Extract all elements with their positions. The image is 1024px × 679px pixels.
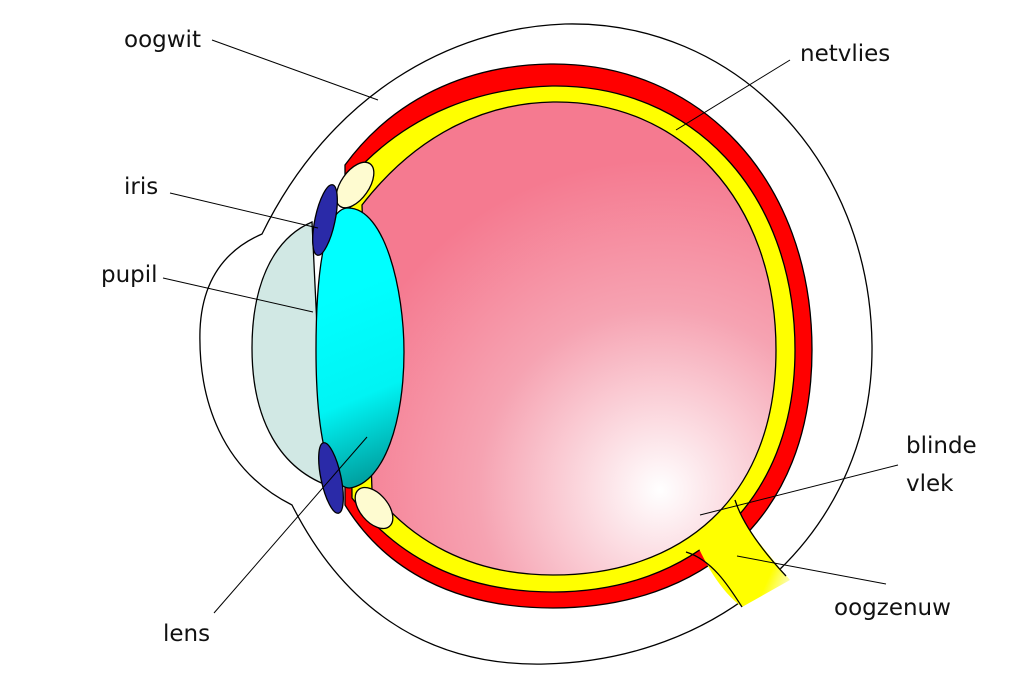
leader-netvlies <box>675 59 791 131</box>
leader-lines <box>162 39 899 614</box>
lens <box>315 207 405 489</box>
ciliary-body-top <box>335 161 375 209</box>
leader-lens <box>213 436 368 614</box>
leader-blinde-vlek <box>699 464 899 516</box>
ciliary-body-bottom <box>354 486 394 530</box>
anterior-chamber <box>251 221 333 488</box>
iris-top <box>312 184 338 256</box>
label-blinde: blinde <box>906 433 977 459</box>
label-pupil: pupil <box>101 262 158 288</box>
label-vlek: vlek <box>906 471 954 497</box>
leader-pupil <box>162 277 314 313</box>
vitreous-body <box>361 101 777 576</box>
label-lens: lens <box>163 621 211 647</box>
label-netvlies: netvlies <box>800 41 891 67</box>
label-oogzenuw: oogzenuw <box>834 595 951 621</box>
leader-oogzenuw <box>736 555 887 585</box>
label-oogwit: oogwit <box>124 27 201 53</box>
leader-oogwit <box>211 39 379 101</box>
optic-nerve-edge-top <box>734 499 787 577</box>
leader-iris <box>169 192 319 229</box>
optic-nerve <box>690 500 790 607</box>
optic-nerve-edge-bottom <box>685 551 743 608</box>
label-iris: iris <box>124 174 159 200</box>
